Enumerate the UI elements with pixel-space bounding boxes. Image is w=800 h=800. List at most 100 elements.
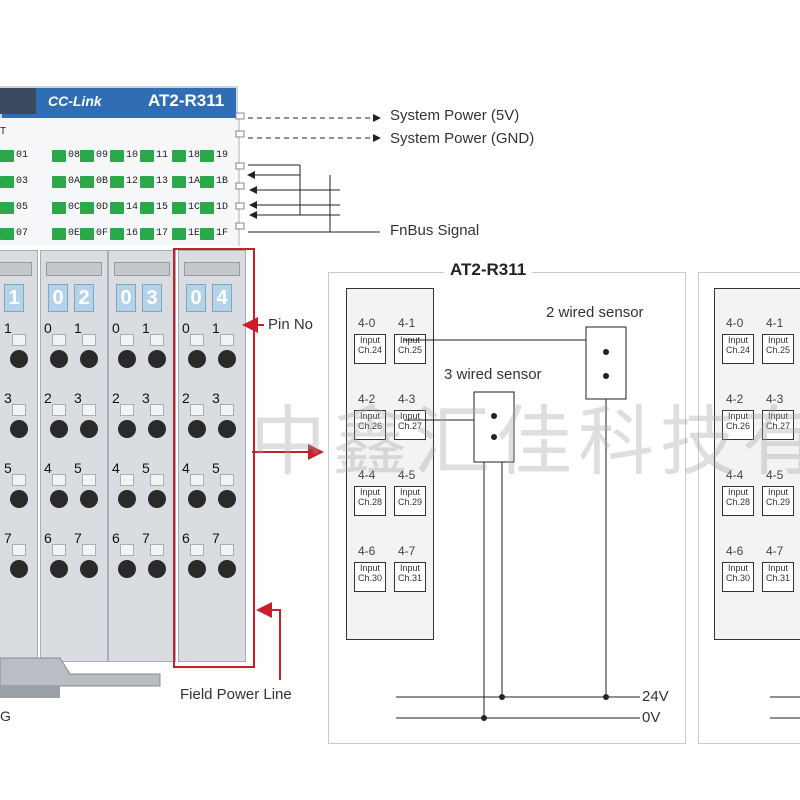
rail-24v-label: 24V <box>642 688 669 705</box>
pin-number: 4 <box>44 460 52 476</box>
terminal-hole <box>188 420 206 438</box>
terminal-hole <box>188 560 206 578</box>
terminal-release <box>12 404 26 416</box>
channel-number-text: Ch.30 <box>725 573 751 583</box>
terminal-hole <box>80 560 98 578</box>
led-label: 09 <box>96 150 109 161</box>
terminal-release <box>150 544 164 556</box>
bottom-left-char: G <box>0 708 11 724</box>
terminal-release <box>220 404 234 416</box>
led-label: 11 <box>156 150 169 161</box>
status-led <box>200 228 214 240</box>
channel-pin-label: 4-0 <box>726 316 744 330</box>
pin-number: 0 <box>182 320 190 336</box>
led-label: 1E <box>188 228 201 239</box>
terminal-release <box>120 404 134 416</box>
led-label: 0A <box>68 176 81 187</box>
terminal-release <box>150 334 164 346</box>
channel-input-text: Input <box>359 335 381 345</box>
pin-number: 1 <box>4 320 12 336</box>
terminal-release <box>120 544 134 556</box>
terminal-hole <box>50 420 68 438</box>
terminal-release <box>12 544 26 556</box>
status-led <box>0 150 14 162</box>
led-label: 17 <box>156 228 169 239</box>
channel-pin-label: 4-4 <box>358 468 376 482</box>
terminal-release <box>190 544 204 556</box>
channel-number-text: Ch.24 <box>725 345 751 355</box>
status-led <box>80 150 94 162</box>
terminal-release <box>190 334 204 346</box>
din-rail-base <box>0 657 161 698</box>
led-label: 08 <box>68 150 81 161</box>
terminal-hole <box>218 560 236 578</box>
led-label: 13 <box>156 176 169 187</box>
status-led <box>110 150 124 162</box>
status-led <box>172 228 186 240</box>
terminal-release <box>52 404 66 416</box>
channel-input-text: Input <box>359 563 381 573</box>
status-led <box>172 202 186 214</box>
terminal-release <box>190 404 204 416</box>
channel-input-text: Input <box>399 563 421 573</box>
pin-number: 3 <box>74 390 82 406</box>
module-edge-connectors <box>235 112 245 230</box>
terminal-cover <box>0 262 32 276</box>
channel-number-text: Ch.28 <box>357 497 383 507</box>
rail-0v-label: 0V <box>642 709 661 726</box>
channel-input-text: Input <box>399 411 421 421</box>
pin-number: 7 <box>142 530 150 546</box>
terminal-hole <box>50 350 68 368</box>
led-label: 12 <box>126 176 139 187</box>
terminal-block <box>40 250 108 662</box>
status-led <box>140 202 154 214</box>
fnbus-signal-label: FnBus Signal <box>390 222 480 239</box>
status-led <box>80 202 94 214</box>
terminal-release <box>52 544 66 556</box>
channel-input-text: Input <box>727 411 749 421</box>
status-led <box>200 150 214 162</box>
channel-number-text: Ch.28 <box>725 497 751 507</box>
terminal-release <box>120 334 134 346</box>
terminal-hole <box>148 560 166 578</box>
channel-pin-label: 4-6 <box>358 544 376 558</box>
channel-pin-label: 4-3 <box>766 392 784 406</box>
pin-number: 5 <box>212 460 220 476</box>
terminal-release <box>150 404 164 416</box>
terminal-hole <box>10 350 28 368</box>
slot-number-tile: 4 <box>212 284 232 312</box>
channel-input-text: Input <box>359 487 381 497</box>
channel-pin-label: 4-2 <box>726 392 744 406</box>
channel-pin-label: 4-1 <box>766 316 784 330</box>
channel-input-text: Input <box>767 487 789 497</box>
channel-pin-label: 4-2 <box>358 392 376 406</box>
led-label: 14 <box>126 202 139 213</box>
status-led <box>172 150 186 162</box>
terminal-hole <box>148 490 166 508</box>
led-label: 1D <box>216 202 229 213</box>
terminal-hole <box>118 350 136 368</box>
led-label: 0D <box>96 202 109 213</box>
pin-number: 4 <box>112 460 120 476</box>
led-label: 05 <box>16 202 29 213</box>
terminal-hole <box>148 420 166 438</box>
led-label: 15 <box>156 202 169 213</box>
led-label: 0E <box>68 228 81 239</box>
two-wired-sensor-label: 2 wired sensor <box>546 304 644 321</box>
led-label: 0C <box>68 202 81 213</box>
channel-pin-label: 4-3 <box>398 392 416 406</box>
channel-number-text: Ch.25 <box>397 345 423 355</box>
channel-input-text: Input <box>727 563 749 573</box>
pin-number: 5 <box>142 460 150 476</box>
terminal-block <box>0 250 38 662</box>
terminal-hole <box>50 490 68 508</box>
channel-number-text: Ch.26 <box>725 421 751 431</box>
status-led <box>52 150 66 162</box>
status-led <box>80 228 94 240</box>
